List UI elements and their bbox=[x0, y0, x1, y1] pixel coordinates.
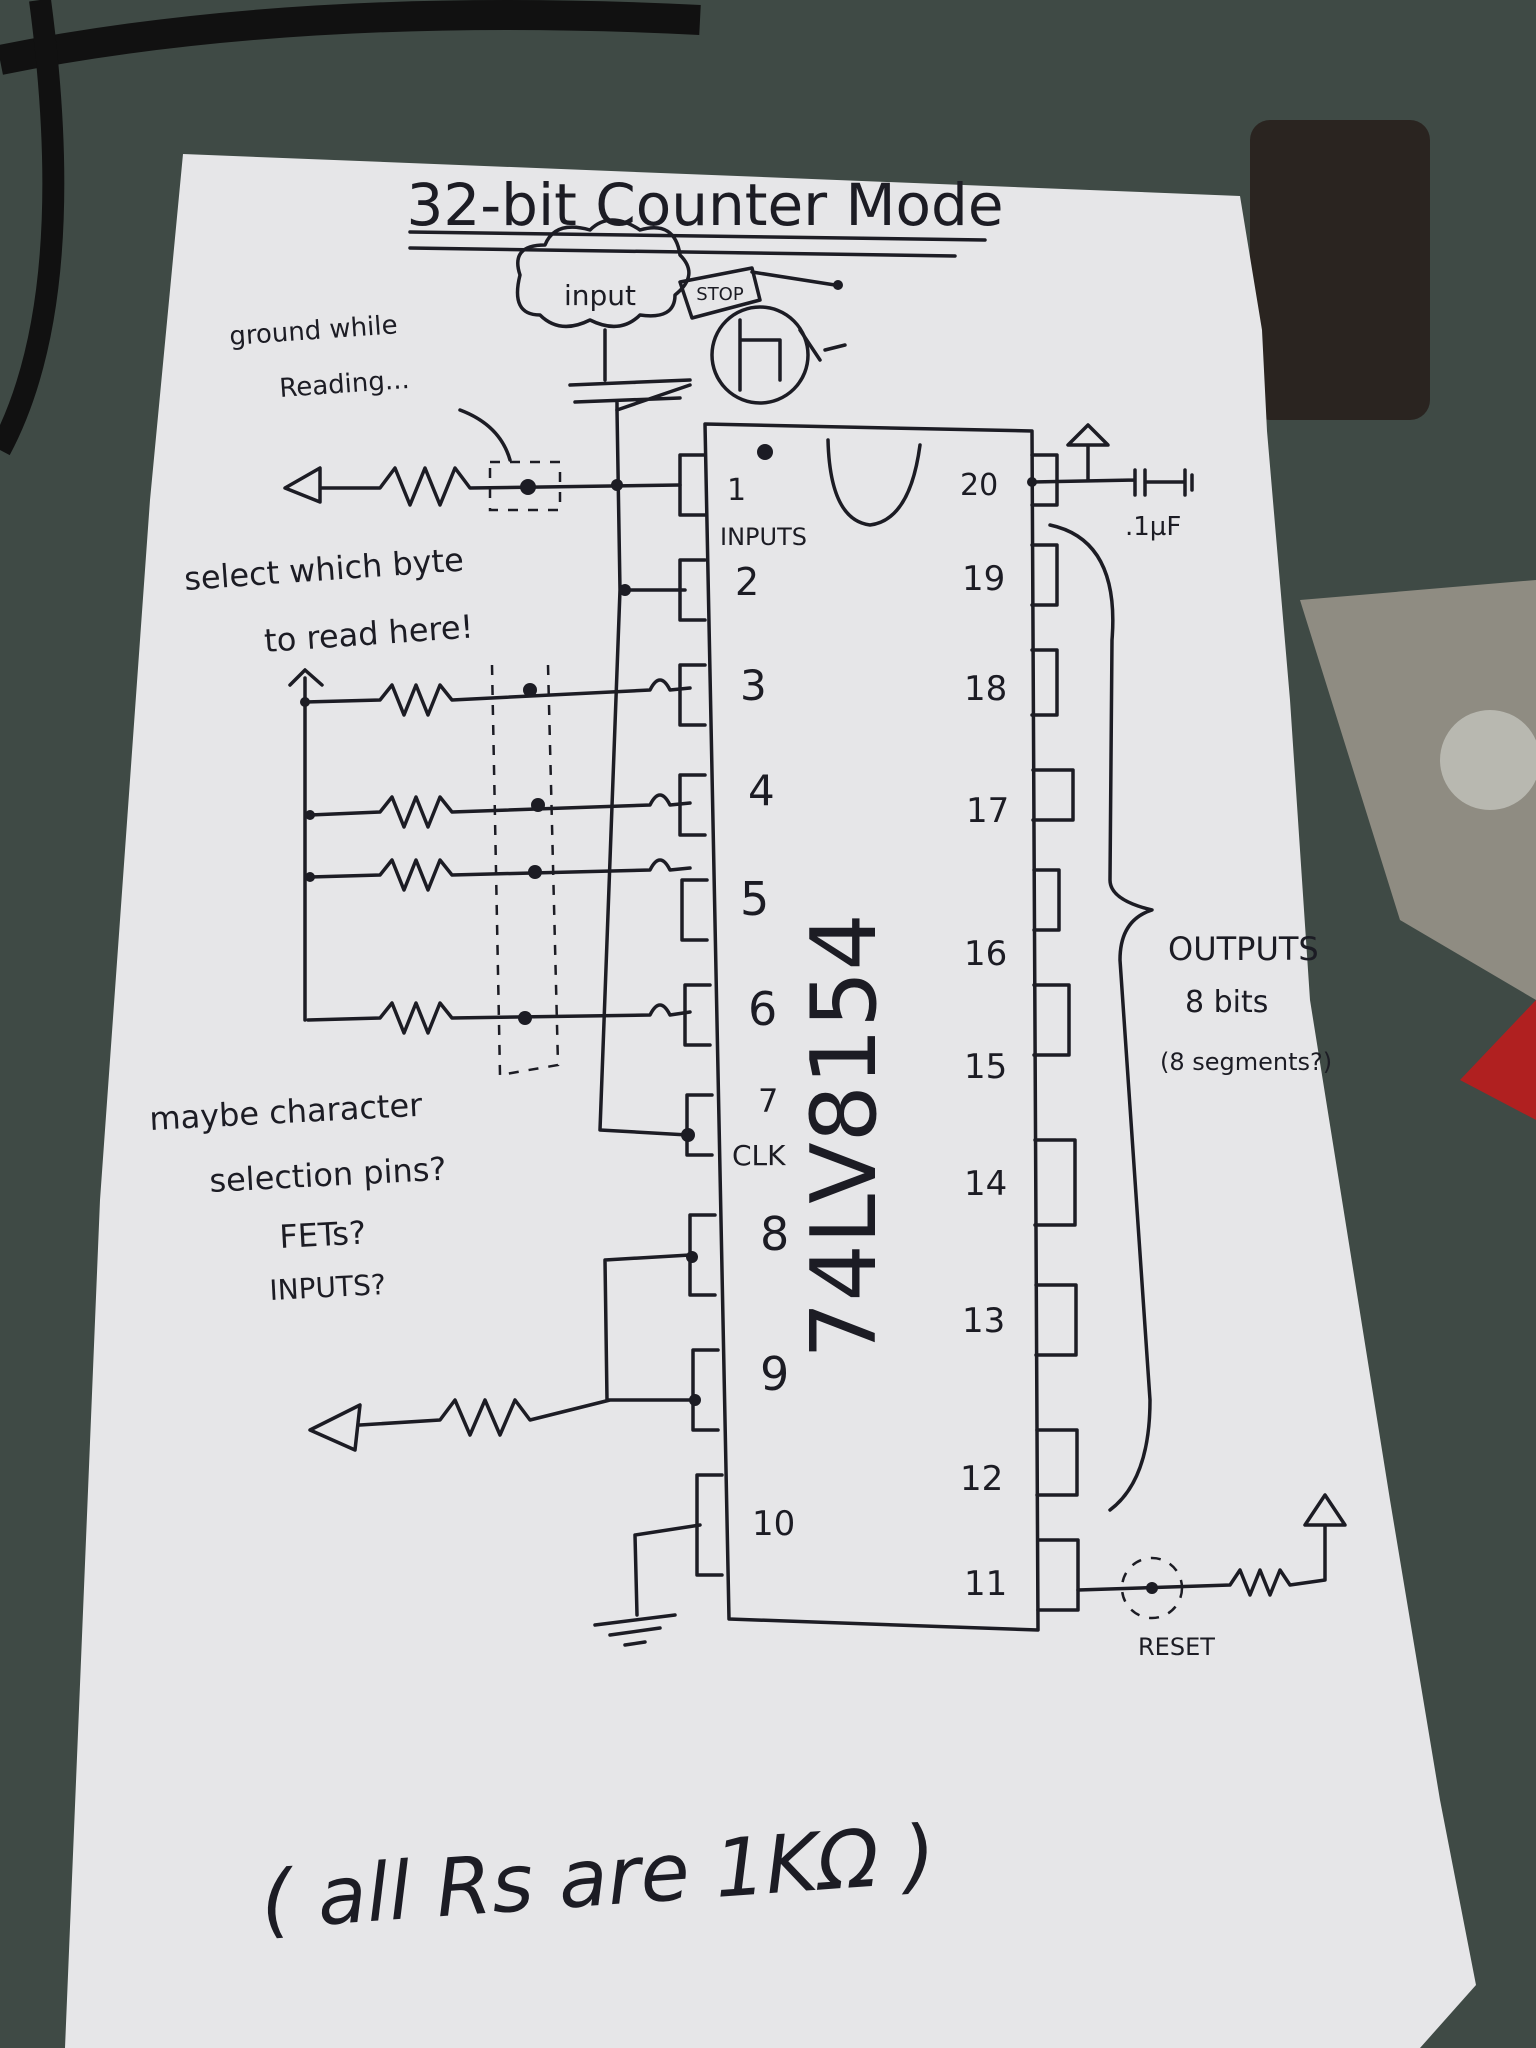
pin5-resistor bbox=[308, 858, 692, 892]
stop-label: STOP bbox=[696, 284, 744, 305]
outputs-bits-label: 8 bits bbox=[1185, 985, 1268, 1020]
pliers-handle bbox=[1460, 1000, 1536, 1120]
pin10-ground bbox=[593, 1523, 702, 1647]
reset-node bbox=[1146, 1582, 1158, 1594]
pin-number: 15 bbox=[964, 1047, 1007, 1087]
pin-number: 13 bbox=[962, 1301, 1005, 1341]
diagram-title: 32-bit Counter Mode bbox=[406, 171, 1003, 239]
pin-number: 17 bbox=[966, 791, 1009, 831]
pin-number: 7 bbox=[758, 1082, 778, 1120]
outputs-label: OUTPUTS bbox=[1168, 930, 1319, 968]
pin1-marker bbox=[757, 444, 773, 460]
cable bbox=[0, 0, 701, 75]
left-pin-numbers: 1 2 3 4 5 6 7 8 9 10 bbox=[727, 473, 795, 1544]
pin-number: 6 bbox=[748, 982, 777, 1036]
switch-contact bbox=[833, 280, 843, 290]
pin-number: 19 bbox=[962, 559, 1005, 599]
pin-number: 18 bbox=[964, 669, 1007, 709]
pliers-pivot bbox=[1440, 710, 1536, 810]
ic-chip-body bbox=[703, 422, 1040, 1632]
pin6-resistor bbox=[306, 1001, 692, 1035]
junction bbox=[520, 479, 536, 495]
pin4-resistor bbox=[308, 793, 692, 829]
resistor-ladder bbox=[300, 678, 692, 1035]
pin-number: 14 bbox=[964, 1164, 1007, 1204]
junction bbox=[611, 479, 623, 491]
capacitor-label: .1µF bbox=[1125, 512, 1181, 542]
pin3-resistor bbox=[303, 678, 692, 717]
note-maybe-line4: INPUTS? bbox=[269, 1268, 387, 1307]
vcc-rail bbox=[288, 668, 324, 1022]
pin-number: 1 bbox=[727, 473, 746, 508]
outputs-segments-label: (8 segments?) bbox=[1160, 1048, 1332, 1076]
pin-number: 11 bbox=[964, 1564, 1007, 1604]
pin-number: 5 bbox=[740, 872, 769, 926]
stop-switch bbox=[678, 266, 837, 320]
note-maybe-line3: FETs? bbox=[278, 1214, 366, 1256]
chip-part-number: 74LV8154 bbox=[792, 913, 897, 1358]
byte-select-dashed-box bbox=[490, 664, 560, 1077]
cable bbox=[0, 0, 65, 456]
pin8-9-pulldown bbox=[308, 1253, 692, 1452]
right-pin-numbers: 20 19 18 17 16 15 14 13 12 11 bbox=[960, 468, 1009, 1604]
pin-number: 8 bbox=[760, 1207, 789, 1261]
capacitor-plates bbox=[568, 328, 692, 412]
paper-sheet bbox=[65, 154, 1476, 2048]
input-cloud-label: input bbox=[564, 279, 636, 312]
pin-number: 10 bbox=[752, 1504, 795, 1544]
vcc-decoupling-capacitor bbox=[1030, 423, 1194, 497]
reset-label: RESET bbox=[1138, 1633, 1215, 1661]
pin-number: 2 bbox=[735, 560, 759, 604]
title-underline bbox=[408, 230, 987, 258]
pin1-pulldown-resistor bbox=[283, 466, 682, 507]
transistor-symbol bbox=[710, 305, 810, 405]
inputs-label: INPUTS bbox=[720, 523, 807, 551]
clk-label: CLK bbox=[732, 1139, 786, 1172]
input-bus bbox=[598, 408, 690, 1137]
pin-number: 3 bbox=[740, 661, 767, 710]
left-pin-stubs bbox=[678, 453, 724, 1577]
reset-pullup-resistor bbox=[1076, 1493, 1347, 1597]
pin-number: 9 bbox=[760, 1347, 789, 1401]
pin-number: 16 bbox=[964, 934, 1007, 974]
battery bbox=[1250, 120, 1430, 420]
reset-highlight bbox=[1120, 1556, 1184, 1620]
pin-number: 20 bbox=[960, 468, 998, 503]
pin-number: 12 bbox=[960, 1459, 1003, 1499]
outputs-brace bbox=[1048, 523, 1154, 1512]
arrow-ground bbox=[458, 408, 512, 462]
pliers bbox=[1300, 580, 1536, 1000]
chip-notch bbox=[826, 438, 922, 527]
input-cloud bbox=[515, 218, 691, 329]
pin-number: 4 bbox=[748, 766, 775, 815]
transistor-leads bbox=[738, 318, 847, 392]
